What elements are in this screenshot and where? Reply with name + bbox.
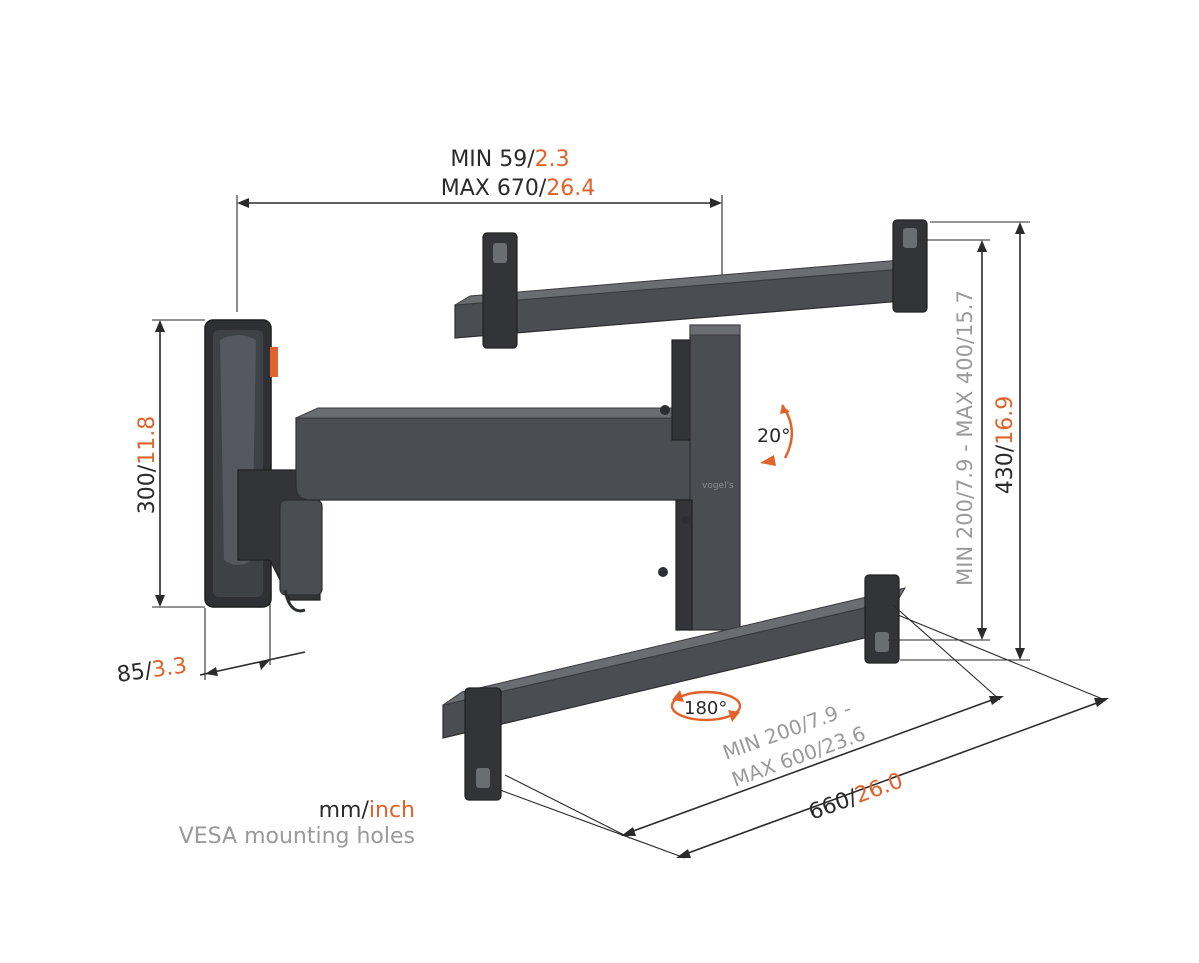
legend: mm/inch VESA mounting holes <box>179 798 415 849</box>
legend-units: mm/inch <box>319 798 415 823</box>
vesa-vertical-dimension: MIN 200/7.9 - MAX 400/15.7 <box>888 239 990 641</box>
bottom-crossbar <box>442 574 907 801</box>
width-min-label: MIN 59/2.3 <box>450 147 569 172</box>
wall-depth-label: 85/3.3 <box>115 653 188 688</box>
brand-logo: vogel's <box>702 481 734 491</box>
width-max-label: MAX 670/26.4 <box>441 176 595 201</box>
wall-depth-dimension: 85/3.3 <box>115 600 306 688</box>
legend-vesa-note: VESA mounting holes <box>179 824 415 849</box>
top-crossbar <box>454 219 928 349</box>
wall-plate <box>204 319 278 608</box>
vesa-vertical-label: MIN 200/7.9 - MAX 400/15.7 <box>953 290 977 586</box>
swing-arm <box>237 407 714 613</box>
width-dimension: MIN 59/2.3 MAX 670/26.4 <box>236 147 723 312</box>
orange-clip-icon <box>270 347 278 377</box>
tilt-indicator: 20° <box>757 404 793 466</box>
total-height-dimension: 430/16.9 <box>900 221 1030 661</box>
rotate-label: 180° <box>684 698 727 719</box>
total-height-label: 430/16.9 <box>993 396 1018 494</box>
wall-height-label: 300/11.8 <box>135 416 160 514</box>
rotate-indicator: 180° <box>670 690 742 722</box>
center-upright: vogel's <box>658 324 741 631</box>
tilt-label: 20° <box>757 425 791 447</box>
total-width-label: 660/26.0 <box>806 768 907 825</box>
wall-height-dimension: 300/11.8 <box>135 319 205 608</box>
